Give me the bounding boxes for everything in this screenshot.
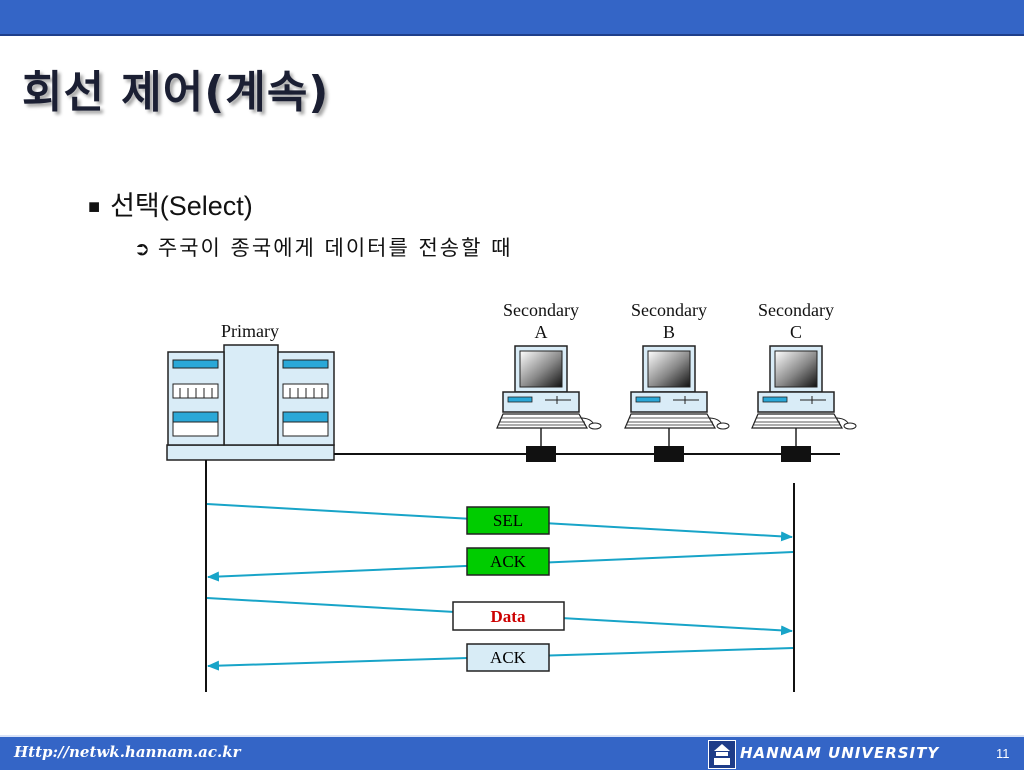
secondary-c-letter: C xyxy=(790,322,802,342)
bullet-level-1: ■ 선택(Select) xyxy=(88,184,253,223)
primary-mainframe-icon xyxy=(166,344,335,461)
secondary-a-label: Secondary xyxy=(503,300,579,320)
secondary-b-letter: B xyxy=(663,322,675,342)
bullet-level-2-text: 주국이 종국에게 데이터를 전송할 때 xyxy=(157,236,513,260)
footer-university-name: HANNAM UNIVERSITY xyxy=(740,744,940,762)
slide-title: 회선 제어(계속) xyxy=(22,67,330,118)
page-number: 11 xyxy=(996,746,1010,761)
top-banner xyxy=(0,0,1024,36)
ack-message-box-2: ACK xyxy=(466,643,550,672)
secondary-a-computer-icon xyxy=(496,345,602,462)
sel-message-label: SEL xyxy=(493,511,523,530)
ack-message-box-1: ACK xyxy=(466,547,550,576)
secondary-b-label: Secondary xyxy=(631,300,707,320)
data-message-box: Data xyxy=(452,601,565,631)
sel-message-box: SEL xyxy=(466,506,550,535)
footer-url-link[interactable]: Http://netwk.hannam.ac.kr xyxy=(14,743,241,761)
arrow-bullet-icon: ➲ xyxy=(134,238,152,260)
bullet-level-1-text: 선택(Select) xyxy=(110,191,253,221)
ack-message-label-1: ACK xyxy=(490,552,527,571)
footer-bar: Http://netwk.hannam.ac.kr HANNAM UNIVERS… xyxy=(0,735,1024,770)
secondary-c-label: Secondary xyxy=(758,300,834,320)
primary-label: Primary xyxy=(221,321,279,341)
ack-message-label-2: ACK xyxy=(490,648,527,667)
secondary-b-computer-icon xyxy=(624,345,730,462)
secondary-c-computer-icon xyxy=(751,345,857,462)
data-message-label: Data xyxy=(491,607,526,626)
hannam-logo-icon xyxy=(708,740,736,769)
secondary-a-letter: A xyxy=(535,322,548,342)
square-bullet-icon: ■ xyxy=(88,196,101,218)
bullet-level-2: ➲주국이 종국에게 데이터를 전송할 때 xyxy=(134,232,512,262)
